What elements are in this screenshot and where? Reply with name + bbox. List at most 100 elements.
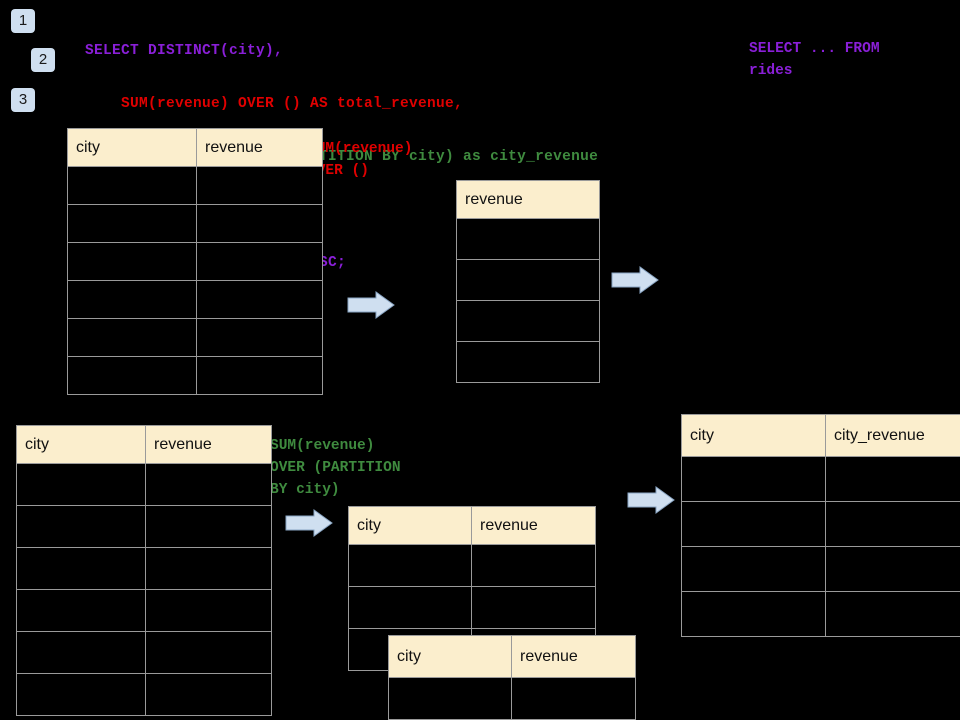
table-row	[456, 218, 600, 260]
arrow-total-to-result	[611, 266, 659, 294]
table-row	[456, 259, 600, 301]
partition-group-table-back: city revenue	[348, 506, 596, 671]
annotation-select-from: SELECT ... FROM rides	[749, 41, 880, 79]
table-row	[681, 546, 960, 592]
cell-revenue	[196, 356, 323, 395]
cell-city	[67, 204, 197, 243]
column-header-revenue: revenue	[471, 506, 596, 545]
cell-city	[16, 463, 146, 506]
arrow-source-to-total	[347, 291, 395, 319]
table-header-row: city revenue	[348, 506, 596, 545]
column-header-city: city	[681, 414, 826, 457]
cell-city	[681, 456, 826, 502]
table-row	[16, 547, 272, 590]
cell-revenue	[145, 505, 272, 548]
table-row	[16, 631, 272, 674]
rides-source-table-top: city revenue	[67, 128, 323, 395]
table-header-row: revenue	[456, 180, 600, 219]
cell-city	[681, 501, 826, 547]
table-row	[67, 242, 323, 281]
step-badge-1: 1	[11, 9, 35, 33]
table-row	[16, 673, 272, 716]
cell-city	[67, 242, 197, 281]
step-badge-3: 3	[11, 88, 35, 112]
rides-source-table-bottom: city revenue	[16, 425, 272, 716]
arrow-partition-to-result	[627, 486, 675, 514]
partition-group-table-front: city revenue	[388, 635, 636, 720]
table-row	[67, 356, 323, 395]
cell-city-revenue	[825, 591, 960, 637]
table-row	[67, 318, 323, 357]
cell-city	[67, 356, 197, 395]
cell-revenue	[471, 586, 596, 629]
cell-revenue	[145, 673, 272, 716]
cell-city	[16, 547, 146, 590]
cell-revenue	[196, 166, 323, 205]
table-header-row: city revenue	[388, 635, 636, 678]
cell-revenue	[145, 463, 272, 506]
table-row	[348, 544, 596, 587]
cell-revenue	[196, 242, 323, 281]
cell-revenue	[456, 300, 600, 342]
table-row	[456, 300, 600, 342]
cell-city	[16, 631, 146, 674]
result-city-revenue-table: city city_revenue	[681, 414, 960, 637]
cell-city-revenue	[825, 456, 960, 502]
column-header-city-revenue: city_revenue	[825, 414, 960, 457]
cell-city-revenue	[825, 546, 960, 592]
cell-city	[67, 280, 197, 319]
table-row	[681, 501, 960, 547]
column-header-revenue: revenue	[511, 635, 636, 678]
cell-city	[16, 589, 146, 632]
column-header-city: city	[388, 635, 512, 678]
cell-revenue	[511, 677, 636, 720]
table-header-row: city revenue	[67, 128, 323, 167]
step-badge-2: 2	[31, 48, 55, 72]
cell-revenue	[456, 218, 600, 260]
table-row	[67, 204, 323, 243]
cell-city-revenue	[825, 501, 960, 547]
table-row	[456, 341, 600, 383]
table-row	[16, 463, 272, 506]
cell-revenue	[145, 589, 272, 632]
column-header-revenue: revenue	[145, 425, 272, 464]
column-header-revenue: revenue	[456, 180, 600, 219]
cell-revenue	[196, 204, 323, 243]
cell-city	[348, 544, 472, 587]
table-row	[67, 166, 323, 205]
table-header-row: city city_revenue	[681, 414, 960, 457]
cell-city	[681, 591, 826, 637]
annotation-sum-over-partition: SUM(revenue) OVER (PARTITION BY city)	[270, 438, 401, 498]
cell-revenue	[196, 280, 323, 319]
cell-city	[681, 546, 826, 592]
sql-line-select: SELECT DISTINCT(city),	[85, 43, 284, 59]
cell-city	[67, 318, 197, 357]
cell-city	[16, 505, 146, 548]
sql-line-sum-over-empty: SUM(revenue) OVER () AS total_revenue,	[85, 96, 464, 112]
annotation-sum-over-empty: SUM(revenue) OVER ()	[308, 141, 413, 179]
table-row	[681, 456, 960, 502]
table-row	[388, 677, 636, 720]
cell-city	[67, 166, 197, 205]
column-header-city: city	[348, 506, 472, 545]
column-header-city: city	[16, 425, 146, 464]
table-row	[67, 280, 323, 319]
cell-revenue	[456, 259, 600, 301]
cell-revenue	[456, 341, 600, 383]
table-row	[681, 591, 960, 637]
cell-revenue	[145, 631, 272, 674]
table-row	[16, 589, 272, 632]
table-row	[16, 505, 272, 548]
total-revenue-table: revenue	[456, 180, 600, 383]
table-header-row: city revenue	[16, 425, 272, 464]
cell-revenue	[145, 547, 272, 590]
cell-revenue	[471, 544, 596, 587]
column-header-revenue: revenue	[196, 128, 323, 167]
table-row	[348, 586, 596, 629]
cell-revenue	[196, 318, 323, 357]
arrow-source-to-partition	[285, 509, 333, 537]
cell-city	[16, 673, 146, 716]
cell-city	[348, 586, 472, 629]
column-header-city: city	[67, 128, 197, 167]
